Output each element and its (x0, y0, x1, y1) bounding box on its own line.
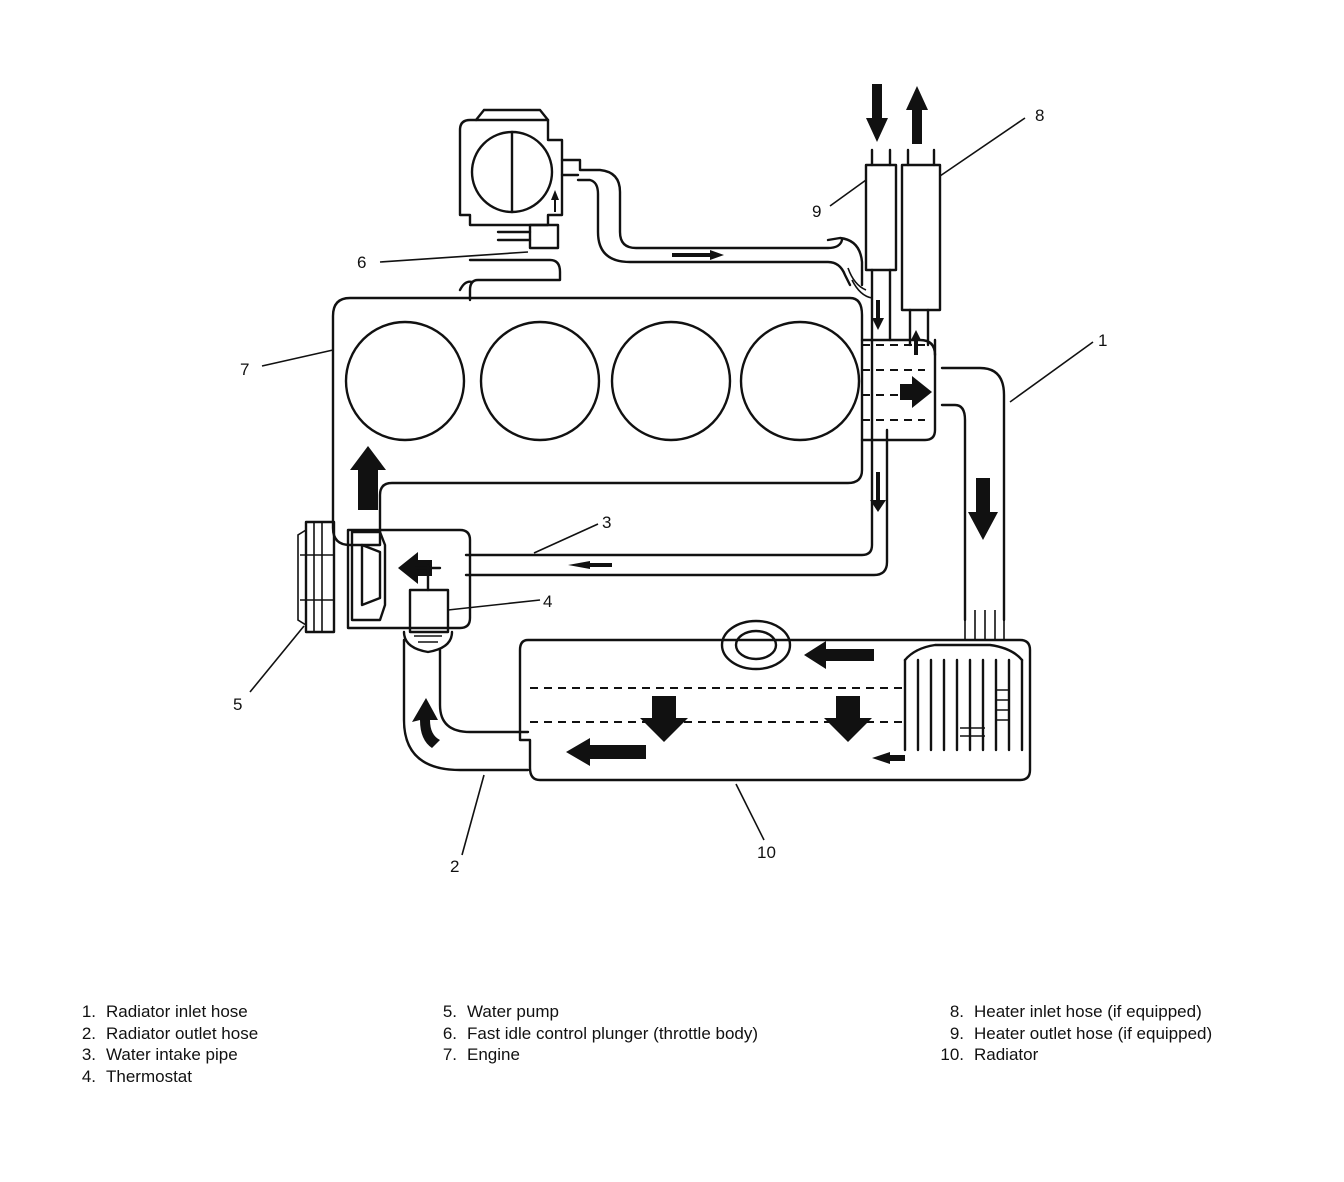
callout-5: 5 (233, 695, 242, 714)
legend-item: 8.Heater inlet hose (if equipped) (949, 1002, 1202, 1021)
legend-column-1: 1.Radiator inlet hose 2.Radiator outlet … (78, 1001, 258, 1088)
throttle-body (458, 108, 864, 302)
legend-item: 5.Water pump (442, 1002, 559, 1021)
legend-column-3: 8.Heater inlet hose (if equipped) 9.Heat… (930, 1001, 1212, 1066)
legend-item: 2.Radiator outlet hose (81, 1023, 259, 1043)
legend-item: 4.Thermostat (81, 1067, 192, 1087)
leader-lines (249, 117, 1094, 856)
radiator (518, 619, 1032, 782)
water-pump (297, 520, 472, 634)
engine-block (331, 296, 864, 547)
callout-7: 7 (240, 360, 249, 379)
legend-item: 1.Radiator inlet hose (81, 1002, 248, 1021)
callout-6: 6 (357, 253, 366, 272)
thermostat (402, 564, 454, 654)
radiator-inlet-hose (860, 338, 1006, 640)
legend-item: 3.Water intake pipe (81, 1045, 238, 1065)
radiator-core (903, 643, 1024, 752)
legend-item: 7.Engine (442, 1045, 520, 1065)
callout-2: 2 (450, 857, 459, 876)
callout-9: 9 (812, 202, 821, 221)
legend-item: 9.Heater outlet hose (if equipped) (949, 1023, 1213, 1043)
water-intake-pipe (464, 338, 889, 577)
callout-4: 4 (543, 592, 552, 611)
callout-10: 10 (757, 843, 776, 862)
legend-item: 6.Fast idle control plunger (throttle bo… (442, 1023, 759, 1043)
callout-1: 1 (1098, 331, 1107, 350)
radiator-outlet-hose (402, 638, 530, 772)
legend-column-2: 5.Water pump 6.Fast idle control plunger… (440, 1001, 758, 1066)
callout-8: 8 (1035, 106, 1044, 125)
heater-hoses (847, 84, 942, 355)
callout-3: 3 (602, 513, 611, 532)
legend-item: 10.Radiator (940, 1045, 1039, 1065)
